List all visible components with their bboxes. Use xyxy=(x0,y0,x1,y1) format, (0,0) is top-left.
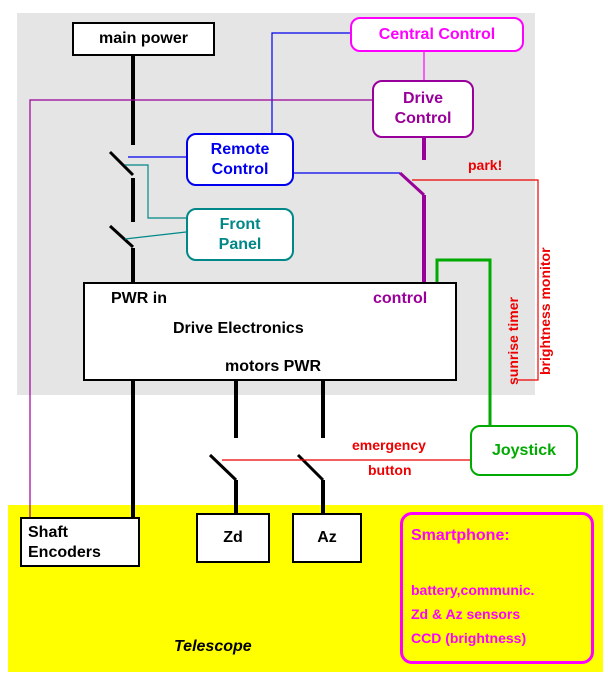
smartphone-title: Smartphone: xyxy=(411,527,510,544)
joystick-link xyxy=(435,258,492,425)
smartphone-line-2: Zd & Az sensors xyxy=(411,606,521,622)
drive-control-label-1: Drive xyxy=(402,90,444,107)
remote-control-label-1: Remote xyxy=(210,140,270,158)
front-panel-box: Front Panel xyxy=(186,208,294,261)
brightness-monitor-label: brightness monitor xyxy=(537,247,553,375)
park-label: park! xyxy=(468,157,503,173)
joystick-label: Joystick xyxy=(491,441,557,459)
front-panel-link-1 xyxy=(125,164,186,219)
zd-label: Zd xyxy=(223,529,243,546)
drive-control-box: Drive Control xyxy=(372,80,474,138)
smartphone-box: Smartphone: battery,communic. Zd & Az se… xyxy=(400,512,594,664)
central-control-label: Central Control xyxy=(378,25,496,43)
zd-emergency-switch xyxy=(208,453,238,482)
drive-control-label-2: Control xyxy=(394,110,452,127)
sunrise-timer-label: sunrise timer xyxy=(505,297,521,385)
zd-box: Zd xyxy=(196,513,270,563)
remote-control-label-2: Control xyxy=(211,160,269,178)
encoders-label: Encoders xyxy=(28,544,101,561)
park-switch xyxy=(398,171,426,197)
az-box: Az xyxy=(292,513,362,563)
remote-control-box: Remote Control xyxy=(186,133,294,186)
shaft-encoders-box: Shaft Encoders xyxy=(20,517,140,567)
az-label: Az xyxy=(317,529,337,546)
front-panel-switch xyxy=(108,224,135,249)
main-power-label: main power xyxy=(99,30,188,47)
front-panel-label-1: Front xyxy=(219,215,261,233)
remote-switch xyxy=(108,150,135,177)
drive-electronics-title: Drive Electronics xyxy=(173,320,304,337)
az-emergency-switch xyxy=(296,453,325,482)
drive-electronics-box: PWR in control Drive Electronics motors … xyxy=(83,282,457,381)
central-control-box: Central Control xyxy=(350,17,524,52)
emergency-label: emergency xyxy=(352,437,426,453)
encoder-link xyxy=(29,99,372,517)
main-power-box: main power xyxy=(72,22,215,56)
motors-pwr-label: motors PWR xyxy=(225,358,321,375)
shaft-label: Shaft xyxy=(28,524,68,541)
front-panel-link-2 xyxy=(124,231,187,240)
telescope-label: Telescope xyxy=(174,638,252,655)
button-label: button xyxy=(368,462,412,478)
front-panel-label-2: Panel xyxy=(218,235,262,253)
pwr-in-label: PWR in xyxy=(111,290,167,307)
joystick-box: Joystick xyxy=(470,425,578,476)
smartphone-line-1: battery,communic. xyxy=(411,582,535,598)
park-link xyxy=(412,179,539,381)
smartphone-line-3: CCD (brightness) xyxy=(411,630,527,646)
control-label: control xyxy=(373,290,428,307)
